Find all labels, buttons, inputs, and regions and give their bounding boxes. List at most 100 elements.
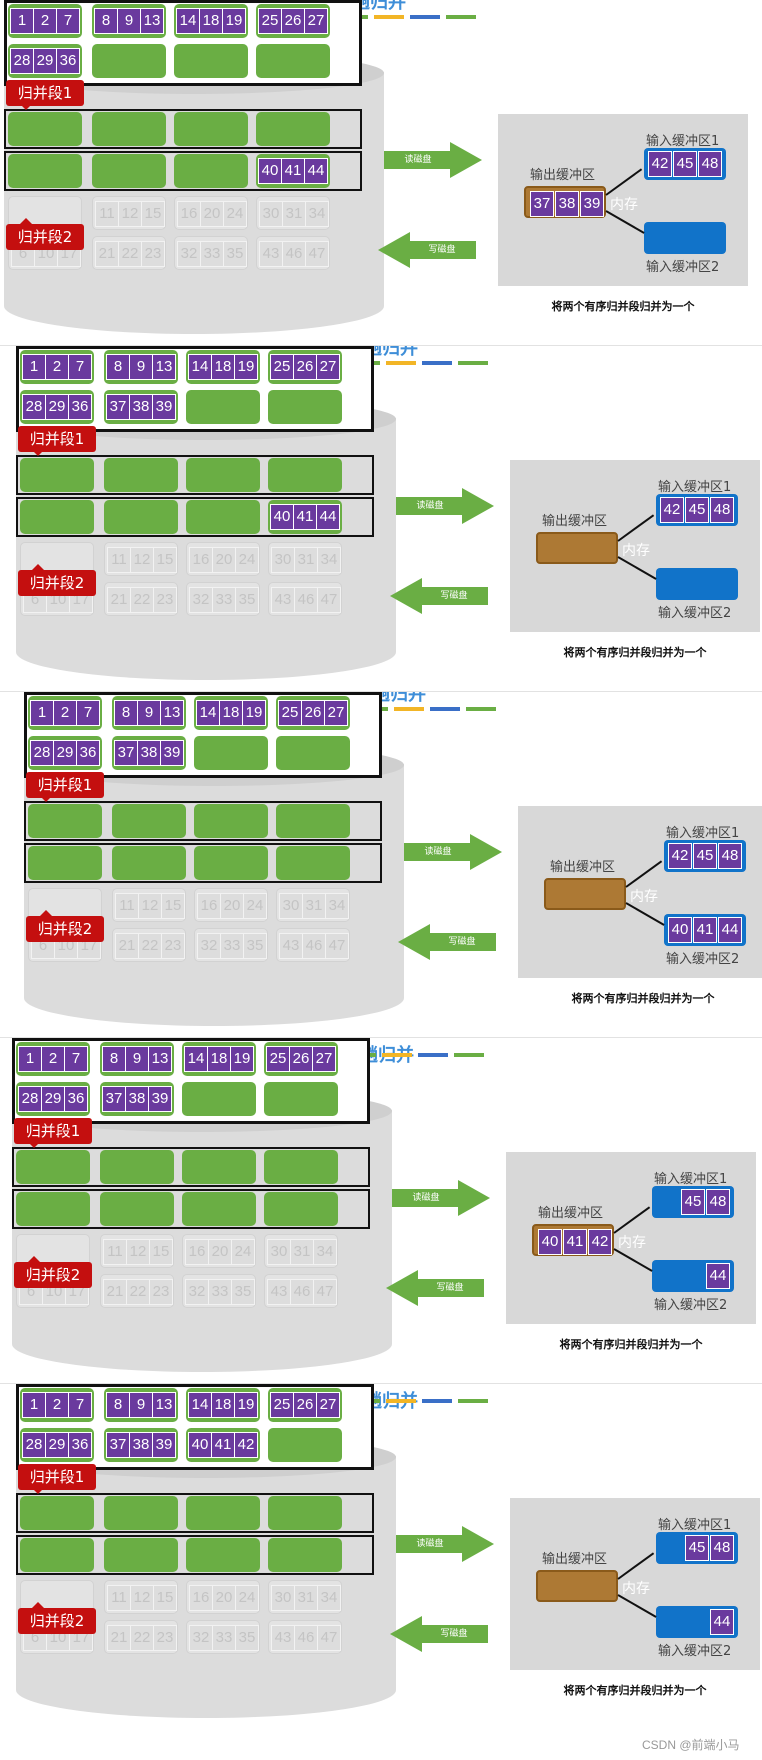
record-cell: 8 [106, 354, 130, 380]
record-cell: 29 [41, 1086, 65, 1112]
run1-block [268, 458, 342, 492]
input-buffer-2-label: 输入缓冲区2 [658, 1644, 732, 1659]
record-cell: 32 [189, 1625, 213, 1651]
record-cell: 46 [282, 241, 306, 267]
record-cell: 40 [258, 158, 282, 184]
run1-block [16, 1150, 90, 1184]
record-cell: 30 [267, 1239, 291, 1265]
record-cell: 18 [199, 8, 223, 34]
record-cell: 21 [103, 1279, 127, 1305]
buffer-record-cell: 41 [563, 1229, 587, 1255]
arrow-head [386, 1270, 418, 1306]
merged-block [268, 1428, 342, 1462]
run1-tag: 归并段1 [18, 1464, 96, 1494]
write-disk-arrow: 写磁盘 [378, 232, 476, 268]
record-cell: 11 [107, 1585, 131, 1611]
record-cell: 2 [33, 8, 57, 34]
diagram-caption: 将两个有序归并段归并为一个 [563, 1684, 707, 1697]
run1-block [104, 458, 178, 492]
record-cell: 7 [64, 1046, 88, 1072]
buffer-record-cell: 40 [668, 917, 692, 943]
buffer-record-cell: 48 [718, 843, 742, 869]
record-cell: 26 [301, 700, 325, 726]
connector-line [613, 1206, 651, 1234]
run1-block [186, 458, 260, 492]
record-cell: 14 [184, 1046, 208, 1072]
run1-block [174, 112, 248, 146]
record-cell: 35 [223, 241, 247, 267]
record-cell: 33 [220, 933, 244, 959]
run2-block [104, 1538, 178, 1572]
record-cell: 16 [185, 1239, 209, 1265]
diagram-caption: 将两个有序归并段归并为一个 [551, 300, 695, 313]
record-cell: 24 [235, 1585, 259, 1611]
legend-swatch [422, 1399, 452, 1403]
run1-tag: 归并段1 [14, 1118, 92, 1148]
record-cell: 38 [129, 1432, 153, 1458]
run2-tag: 归并段2 [26, 910, 104, 942]
input-buffer-1-label: 输入缓冲区1 [658, 480, 732, 495]
read-disk-arrow: 读磁盘 [392, 1180, 490, 1216]
connector-line [605, 168, 643, 196]
connector-line [617, 1552, 655, 1580]
buffer-record-cell: 37 [530, 191, 554, 217]
merged-block [194, 736, 268, 770]
read-disk-label: 读磁盘 [384, 151, 452, 169]
arrow-head [462, 1526, 494, 1562]
connector-line [617, 514, 655, 542]
merged-block [256, 44, 330, 78]
record-cell: 24 [223, 201, 247, 227]
buffer-record-cell: 45 [681, 1189, 705, 1215]
record-cell: 14 [176, 8, 200, 34]
record-cell: 13 [148, 1046, 172, 1072]
record-cell: 35 [235, 1625, 259, 1651]
record-cell: 11 [95, 201, 119, 227]
record-cell: 37 [114, 740, 138, 766]
buffer-record-cell: 44 [710, 1609, 734, 1635]
output-buffer [536, 1570, 618, 1602]
run2-block [174, 154, 248, 188]
arrow-head [378, 232, 410, 268]
run1-block [182, 1150, 256, 1184]
record-cell: 39 [160, 740, 184, 766]
record-cell: 2 [53, 700, 77, 726]
record-cell: 12 [130, 1585, 154, 1611]
legend-swatch [382, 1053, 412, 1057]
memory-label: 内存 [630, 889, 658, 905]
record-cell: 25 [270, 1392, 294, 1418]
record-cell: 44 [316, 504, 340, 530]
record-cell: 16 [189, 547, 213, 573]
merge-step-panel: 第二趟归并12789131418192526272829363738391112… [0, 1038, 762, 1384]
buffer-record-cell: 45 [685, 1535, 709, 1561]
record-cell: 27 [312, 1046, 336, 1072]
record-cell: 15 [141, 201, 165, 227]
record-cell: 28 [18, 1086, 42, 1112]
run2-block [264, 1192, 338, 1226]
record-cell: 29 [45, 394, 69, 420]
run2-box [4, 151, 362, 191]
record-cell: 19 [242, 700, 266, 726]
connector-line [625, 860, 663, 888]
merged-block [92, 44, 166, 78]
buffer-record-cell: 48 [706, 1189, 730, 1215]
